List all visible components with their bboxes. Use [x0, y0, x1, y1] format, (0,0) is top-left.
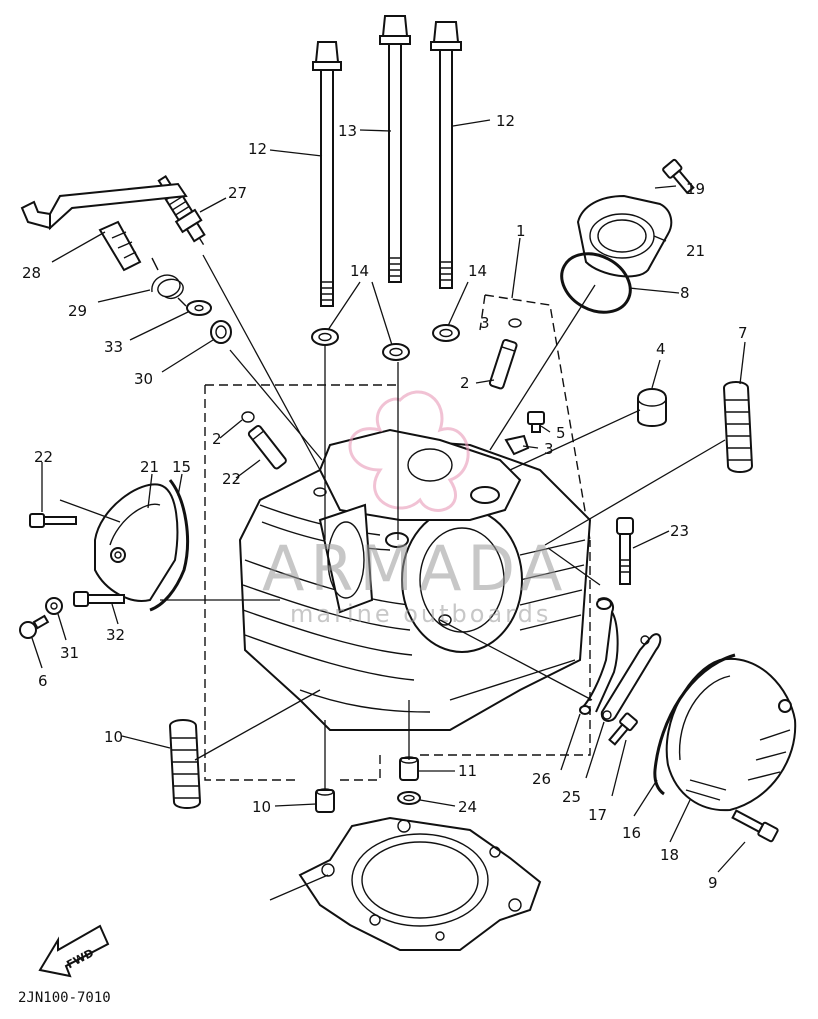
tappet-cover-20 — [94, 483, 179, 602]
oil-seal-30 — [210, 320, 232, 344]
callout-22-left: 22 — [34, 448, 53, 466]
callout-29: 29 — [68, 302, 87, 320]
callout-19: 21 — [686, 242, 705, 260]
side-cover-16 — [665, 657, 797, 812]
callout-10-right: 11 — [458, 762, 477, 780]
callout-23: 32 — [106, 626, 125, 644]
callout-11: 24 — [458, 798, 477, 816]
callout-25: 17 — [588, 806, 607, 824]
washer-14-center — [382, 343, 410, 361]
bolt-25 — [608, 712, 638, 746]
callout-13: 13 — [338, 122, 357, 140]
o-ring-11 — [397, 791, 421, 805]
callout-21-top: 8 — [680, 284, 690, 302]
dowel-pin-10-right — [399, 756, 419, 781]
cylinder-stud-bolt-center — [379, 15, 411, 283]
callout-18: 9 — [708, 874, 718, 892]
valve-guide-2-upper — [488, 338, 518, 390]
head-gasket-9 — [298, 816, 542, 951]
leader-lines — [31, 119, 746, 901]
callout-17: 16 — [622, 824, 641, 842]
cylinder-stud-bolt-right — [430, 21, 462, 289]
callout-6: 10 — [104, 728, 123, 746]
assembly-outline — [204, 294, 591, 781]
cap-7 — [637, 388, 667, 427]
callout-4: 5 — [556, 424, 566, 442]
callout-26: 25 — [562, 788, 581, 806]
callout-24: 26 — [532, 770, 551, 788]
o-ring-21-left — [149, 479, 190, 612]
cylinder-stud-bolt-left — [312, 41, 342, 307]
callout-1: 1 — [516, 222, 526, 240]
washer-14-right — [432, 324, 460, 342]
callout-21-left: 15 — [172, 458, 191, 476]
callout-14-right: 14 — [468, 262, 487, 280]
callout-2-upper: 2 — [460, 374, 470, 392]
washer-33 — [186, 300, 212, 316]
nut-32 — [45, 597, 63, 615]
callout-27: 27 — [228, 184, 247, 202]
bolt-22-top — [662, 158, 695, 195]
callout-12-left: 12 — [248, 140, 267, 158]
filter-element-8 — [722, 381, 754, 473]
bolt-18 — [731, 809, 779, 843]
callout-2-lower: 22 — [222, 470, 241, 488]
watermark-tagline: marine outboards — [290, 600, 551, 628]
valve-guide-clip-3-lower — [241, 411, 255, 423]
watermark-brand: ARMADA — [262, 532, 568, 605]
dowel-pin-10-left — [315, 788, 335, 813]
clamp-5 — [504, 434, 530, 456]
fwd-arrow-icon: FWD — [38, 924, 110, 978]
gasket-17 — [653, 653, 736, 796]
callout-20: 21 — [140, 458, 159, 476]
callout-33: 33 — [104, 338, 123, 356]
callout-30: 30 — [134, 370, 153, 388]
o-ring-21-top — [560, 252, 632, 314]
callout-12-right: 12 — [496, 112, 515, 130]
callout-15: 23 — [670, 522, 689, 540]
clamp-26 — [600, 633, 662, 722]
callout-5: 3 — [544, 440, 554, 458]
washer-14-left — [311, 328, 339, 346]
diagram-code: 2JN100-7010 — [18, 990, 111, 1006]
decompression-lever-28 — [20, 182, 188, 272]
watermark-logo — [348, 390, 470, 512]
cylinder-head — [238, 428, 592, 731]
callout-labels: 12 13 12 27 28 29 33 30 14 14 1 3 2 22 1… — [22, 112, 748, 892]
valve-guide-clip-3-upper — [508, 318, 522, 328]
intake-joint-19 — [576, 194, 673, 278]
callout-14-left: 14 — [350, 262, 369, 280]
callout-28: 28 — [22, 264, 41, 282]
valve-guide-2-lower — [247, 424, 287, 470]
bolt-31 — [19, 614, 50, 639]
bolt-23 — [73, 591, 125, 607]
callout-8: 7 — [738, 324, 748, 342]
callout-16: 18 — [660, 846, 679, 864]
filter-element-6 — [168, 719, 202, 809]
spark-plug — [157, 175, 206, 246]
bolt-15 — [616, 517, 634, 585]
breather-pipe-24 — [579, 597, 619, 715]
callout-22-top: 19 — [686, 180, 705, 198]
bolt-22-left — [29, 513, 77, 528]
callout-32: 31 — [60, 644, 79, 662]
callout-31: 6 — [38, 672, 48, 690]
callout-3-upper: 3 — [480, 314, 490, 332]
callout-7: 4 — [656, 340, 666, 358]
callout-10-left: 10 — [252, 798, 271, 816]
spring-29 — [151, 257, 187, 307]
plug-4 — [527, 411, 545, 433]
callout-3-lower: 2 — [212, 430, 222, 448]
